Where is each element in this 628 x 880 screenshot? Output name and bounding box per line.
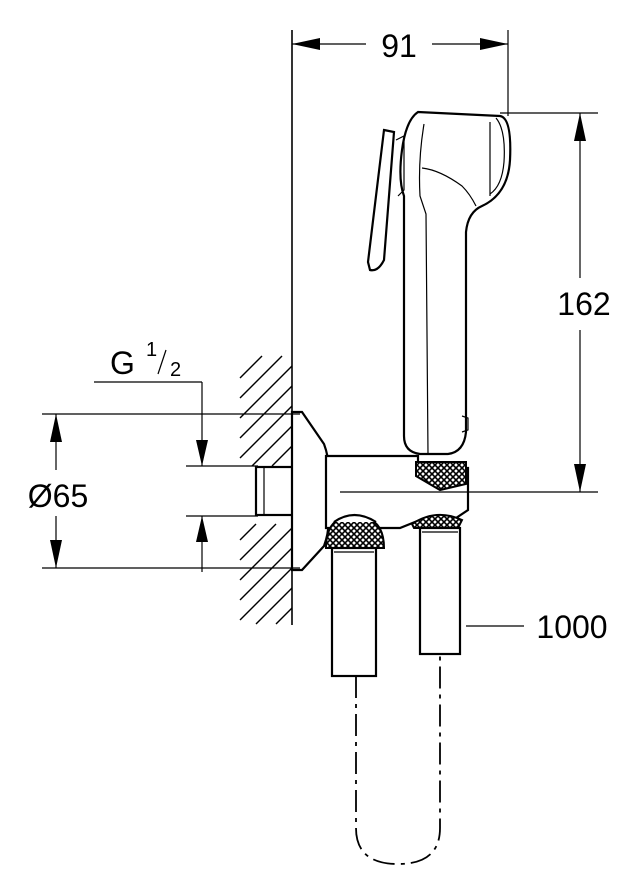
dimension-diameter-label: Ø65 xyxy=(28,478,88,514)
hand-shower-body xyxy=(399,110,512,456)
wall-hatch-upper xyxy=(239,355,293,467)
wall-rosette xyxy=(290,410,330,572)
dimension-width-label: 91 xyxy=(381,28,417,64)
thread-label-numerator: 1 xyxy=(146,339,157,361)
hose-left xyxy=(330,546,378,678)
trigger-lever xyxy=(366,128,396,272)
dimension-diameter: Ø65 xyxy=(28,413,300,569)
hose-nut-right xyxy=(410,513,464,529)
holder-knurl xyxy=(415,461,467,492)
dimension-height-label: 162 xyxy=(557,286,610,322)
wall-hatch-lower xyxy=(239,523,293,625)
dimension-hose-length: 1000 xyxy=(466,609,608,645)
thread-label-g: G xyxy=(110,345,135,381)
dimension-width: 91 xyxy=(292,28,509,116)
thread-label-denominator: 2 xyxy=(170,359,181,381)
hose-loop xyxy=(355,654,441,865)
thread-stub xyxy=(254,465,296,517)
hose-length-label: 1000 xyxy=(536,609,607,645)
hose-right xyxy=(418,526,462,656)
dimension-thread: G 1 2 xyxy=(94,339,258,572)
dimension-height: 162 xyxy=(500,112,611,492)
